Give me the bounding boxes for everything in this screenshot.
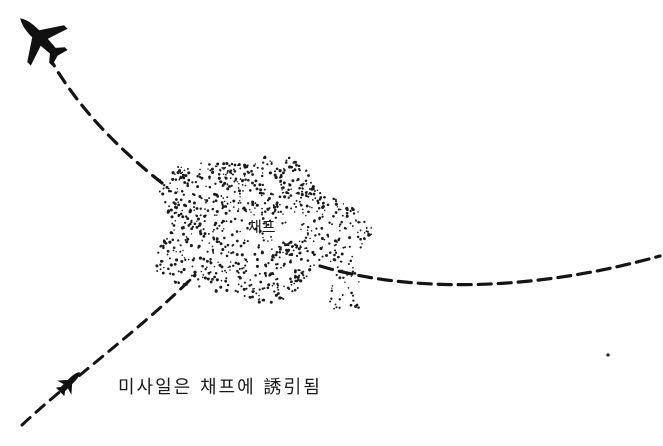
- decoyed-path: [318, 254, 662, 287]
- aircraft-icon: [20, 18, 68, 66]
- chaff-cloud: [155, 155, 373, 310]
- missile-approach-path: [20, 273, 197, 427]
- aircraft-flight-path: [50, 60, 164, 185]
- caption: 미사일은 채프에 誘引됨: [118, 377, 322, 398]
- speck: [606, 353, 610, 357]
- missile-icon: [55, 372, 80, 397]
- chaff-label: 채프: [248, 218, 276, 236]
